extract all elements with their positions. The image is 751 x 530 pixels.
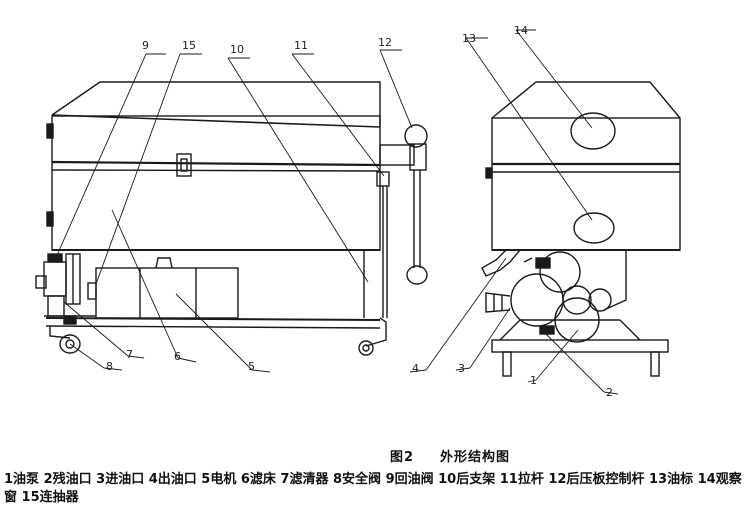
valve-knob [588,288,612,312]
leader-7 [63,301,129,357]
sight-window [570,112,616,150]
leader-5-tail [251,369,271,373]
leader-lines [53,29,619,395]
callout-labels: 9 15 10 11 12 13 14 6 5 7 8 4 3 1 2 [106,24,613,399]
tank-flange-lower [51,169,381,172]
figure-number: 图2 [390,450,415,465]
leader-4-tail [409,369,427,373]
callout-5: 5 [248,360,255,373]
tank-roof-front-edge [51,114,381,128]
leader-11 [291,53,385,177]
callout-12: 12 [378,36,392,49]
leader-10 [227,57,369,283]
front-view [35,81,428,356]
callout-11: 11 [294,39,308,52]
safety-valve-side [562,285,592,315]
inlet-cone [485,292,511,313]
latch-inner [180,158,188,172]
side-body [491,117,681,251]
tank-roof [51,81,381,127]
side-view [481,81,681,377]
leader-2-tail [603,391,619,395]
front-wheel [59,334,81,354]
base-frame-bottom [45,325,381,329]
tank-flange [51,160,381,167]
safety-valve-body [47,295,65,317]
figure-title: 外形结构图 [440,450,511,465]
pump-foot [539,325,555,335]
tank-body [51,115,381,251]
pump-body [43,261,67,297]
side-roof [491,81,681,119]
leader-2 [541,329,605,393]
pump-inlet-cap [535,257,551,269]
latch [176,153,192,177]
side-handle [485,167,493,179]
side-foot-right [650,351,660,377]
front-wheel-hub [65,339,75,349]
callout-2: 2 [606,386,613,399]
callout-9: 9 [142,39,149,52]
leader-6 [111,209,179,359]
leader-14 [515,29,593,129]
motor-shaft [87,282,97,300]
callout-13: 13 [462,32,476,45]
side-foot-left [502,351,512,377]
valve-cap [47,253,63,263]
leader-1 [535,329,579,381]
hinge-top [46,123,54,139]
callout-15: 15 [182,39,196,52]
callout-14: 14 [514,24,528,37]
rear-wheel [358,340,374,356]
oil-gauge-window [573,212,615,244]
callout-6: 6 [174,350,181,363]
motor-lifting-eye [155,257,173,269]
figure-caption: 图2 外形结构图 [390,446,536,465]
front-leg [49,326,71,339]
callout-3: 3 [458,362,465,375]
valve-base [63,315,77,325]
leader-1-tail [527,379,537,383]
side-rear-bracket [603,250,627,311]
leader-8 [69,343,105,369]
lever-knob-top [404,124,428,148]
pump-upper [539,251,581,293]
leader-6-tail [177,357,197,363]
lever-ball-bottom [406,265,428,285]
callout-8: 8 [106,360,113,373]
leader-9 [53,53,147,263]
leader-15 [95,53,181,285]
base-strut-left [499,319,521,341]
lever-hub [409,143,427,171]
callout-7: 7 [126,348,133,361]
leader-3-tail [455,367,471,371]
leader-7-tail [127,355,145,359]
callout-4: 4 [412,362,419,375]
lever-bracket [379,144,415,166]
hinge-bottom [46,211,54,227]
side-base [491,339,669,353]
leader-12 [379,49,413,129]
callout-1: 1 [530,374,537,387]
leader-3 [469,307,511,369]
leader-4 [425,257,507,371]
motor [95,267,239,319]
parts-legend: 1油泵 2残油口 3进油口 4出油口 5电机 6滤床 7滤清器 8安全阀 9回油… [4,472,742,505]
rear-leg [365,317,387,347]
outlet-spout [481,249,521,277]
rear-wheel-hub [362,344,370,352]
leader-13 [465,37,593,221]
leader-5 [175,293,253,371]
leader-8-tail [103,367,123,371]
base-strut-right [619,319,641,341]
pump-outlet [35,275,47,289]
callout-10: 10 [230,43,244,56]
outlet-tab [523,257,533,263]
